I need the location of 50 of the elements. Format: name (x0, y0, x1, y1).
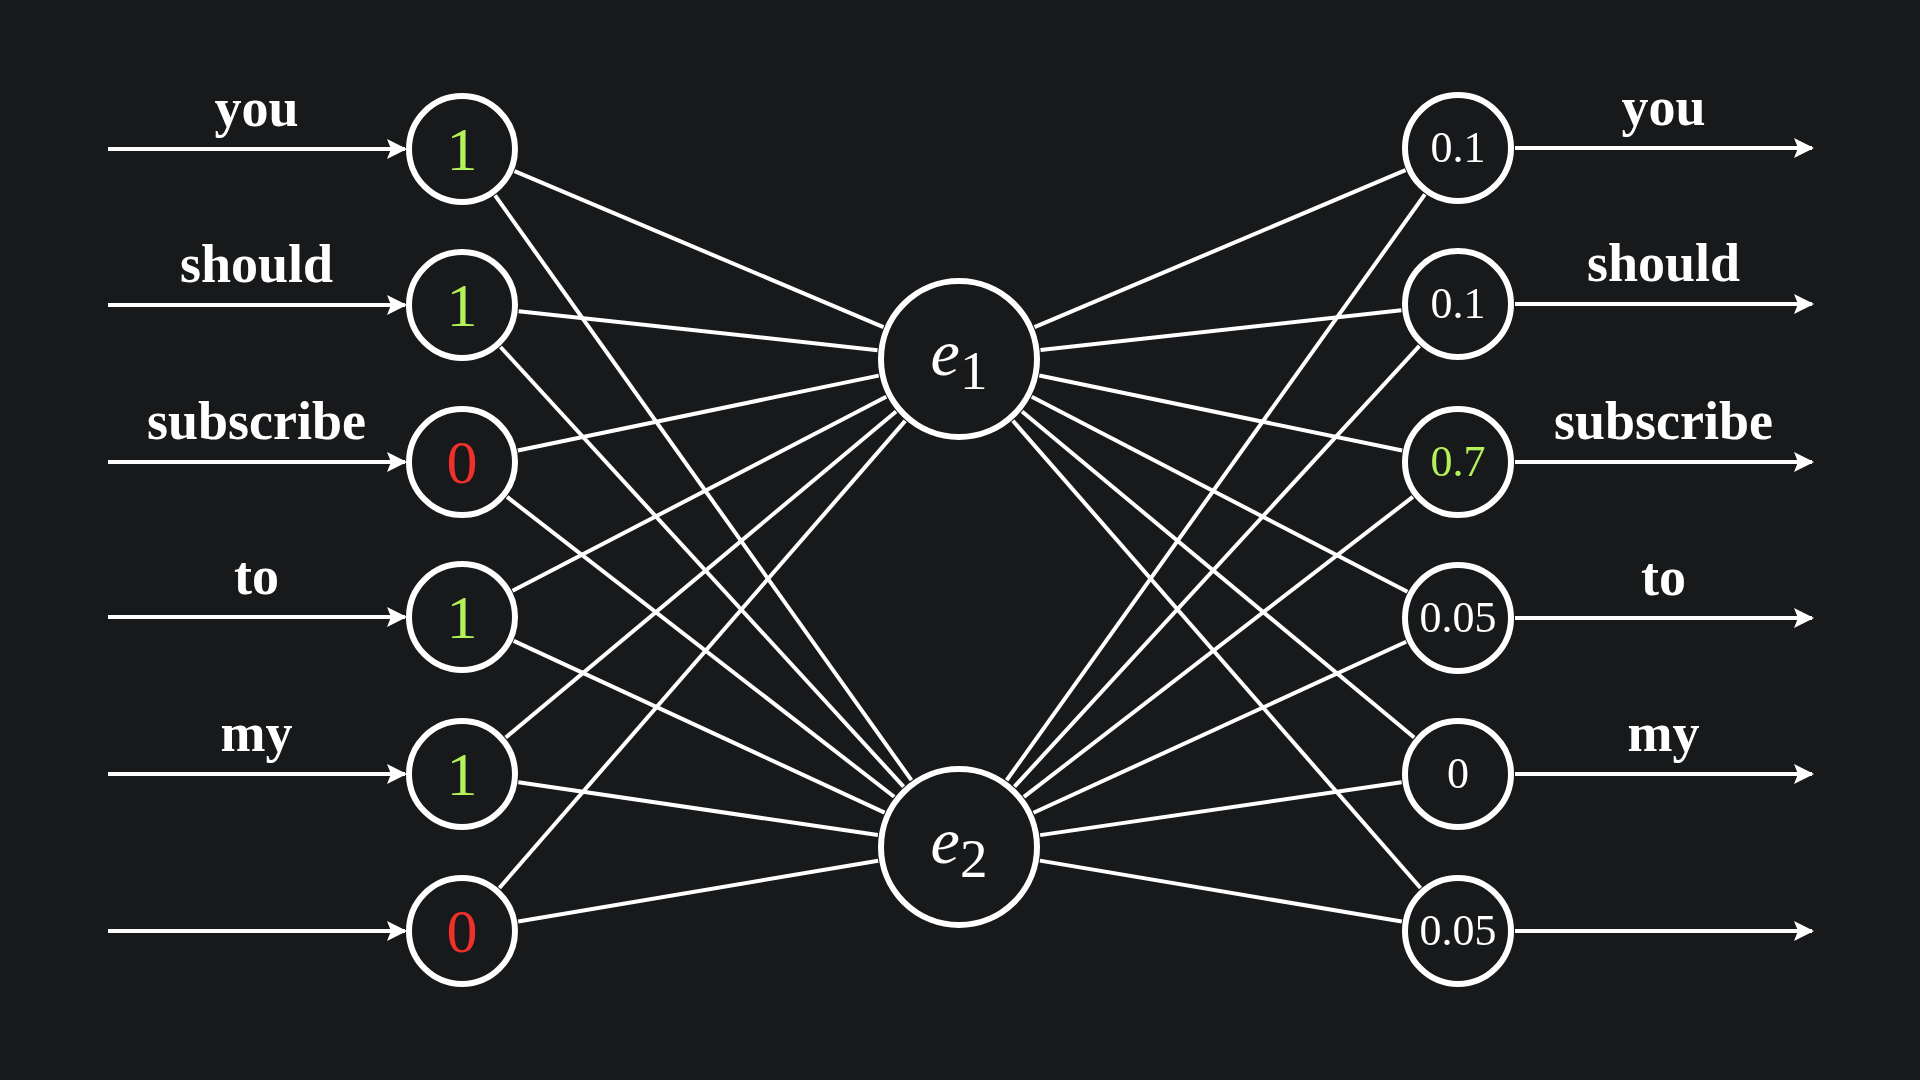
node-value: 1 (446, 586, 478, 648)
node-value: 0.05 (1419, 909, 1497, 953)
arrow (1515, 764, 1814, 784)
node-value: 0 (446, 900, 478, 962)
connection-line (499, 345, 906, 788)
connection-line (1039, 858, 1403, 924)
connection-line (1020, 409, 1416, 740)
connection-line (1040, 308, 1402, 352)
node-value: 1 (446, 274, 478, 336)
node-value: e$_{2}$ (930, 807, 988, 887)
connection-line (1013, 344, 1421, 788)
arrow (1515, 138, 1814, 158)
connection-line (512, 639, 886, 815)
node-value: 0.7 (1430, 440, 1486, 484)
connection-line (493, 194, 914, 782)
arrow (108, 452, 407, 472)
connection-line (518, 780, 879, 838)
connection-line (505, 495, 896, 799)
arrow (108, 139, 407, 159)
node-value: 0 (1447, 752, 1469, 796)
arrow (108, 764, 407, 784)
node-value: 0.1 (1430, 126, 1486, 170)
connection-line (1039, 780, 1402, 838)
connection-line (1030, 395, 1409, 594)
arrow (1515, 294, 1814, 314)
arrow (1515, 608, 1814, 628)
arrow (108, 607, 407, 627)
connection-line (504, 410, 898, 739)
node-value: 0.1 (1430, 282, 1486, 326)
connection-line (518, 309, 878, 353)
arrow (1515, 921, 1814, 941)
connection-line (1032, 639, 1408, 815)
arrow (108, 921, 407, 941)
node-value: 0 (446, 431, 478, 493)
node-value: 1 (446, 743, 478, 805)
connection-line (511, 395, 888, 593)
connection-line (1005, 193, 1427, 782)
connection-line (1011, 419, 1423, 890)
connection-line (1038, 373, 1403, 453)
arrow (1515, 452, 1814, 472)
node-value: 0.05 (1419, 596, 1497, 640)
node-value: 1 (446, 118, 478, 180)
connection-line (513, 169, 885, 329)
connection-line (1033, 168, 1407, 329)
arrow (108, 295, 407, 315)
connection-line (517, 373, 880, 453)
connection-line (1022, 495, 1415, 799)
connection-line (497, 419, 907, 890)
connection-line (517, 858, 879, 924)
node-value: e$_{1}$ (930, 319, 988, 399)
